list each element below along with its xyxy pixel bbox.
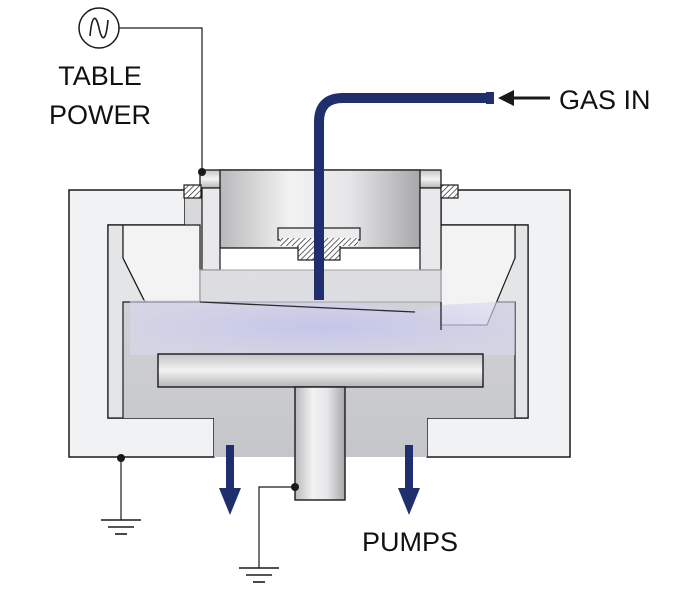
seal-left [183, 184, 202, 199]
power-wire [119, 27, 203, 172]
ground-icon [239, 567, 279, 583]
pumps-label: PUMPS [362, 527, 458, 557]
table-power-label-line1: TABLE [58, 61, 142, 91]
power-junction [198, 168, 206, 176]
ac-source-icon [78, 7, 120, 49]
table-power-label-line2: POWER [49, 100, 151, 130]
gas-line-end [486, 92, 494, 104]
pump-arrow-right [398, 445, 420, 515]
shield-edge [199, 301, 416, 313]
stem-ground-wire [258, 486, 295, 568]
plasma-glow [130, 298, 515, 355]
gas-inlet-line [314, 93, 493, 300]
substrate-table [157, 353, 484, 388]
ground-icon [101, 519, 141, 535]
pump-arrow-left [219, 445, 241, 515]
gas-in-arrow-head-icon [498, 90, 514, 106]
gas-in-label: GAS IN [559, 85, 651, 115]
table-stem [294, 386, 346, 501]
lid-side-left [201, 187, 221, 271]
lid-side-right [419, 187, 442, 271]
seal-right [440, 184, 459, 199]
